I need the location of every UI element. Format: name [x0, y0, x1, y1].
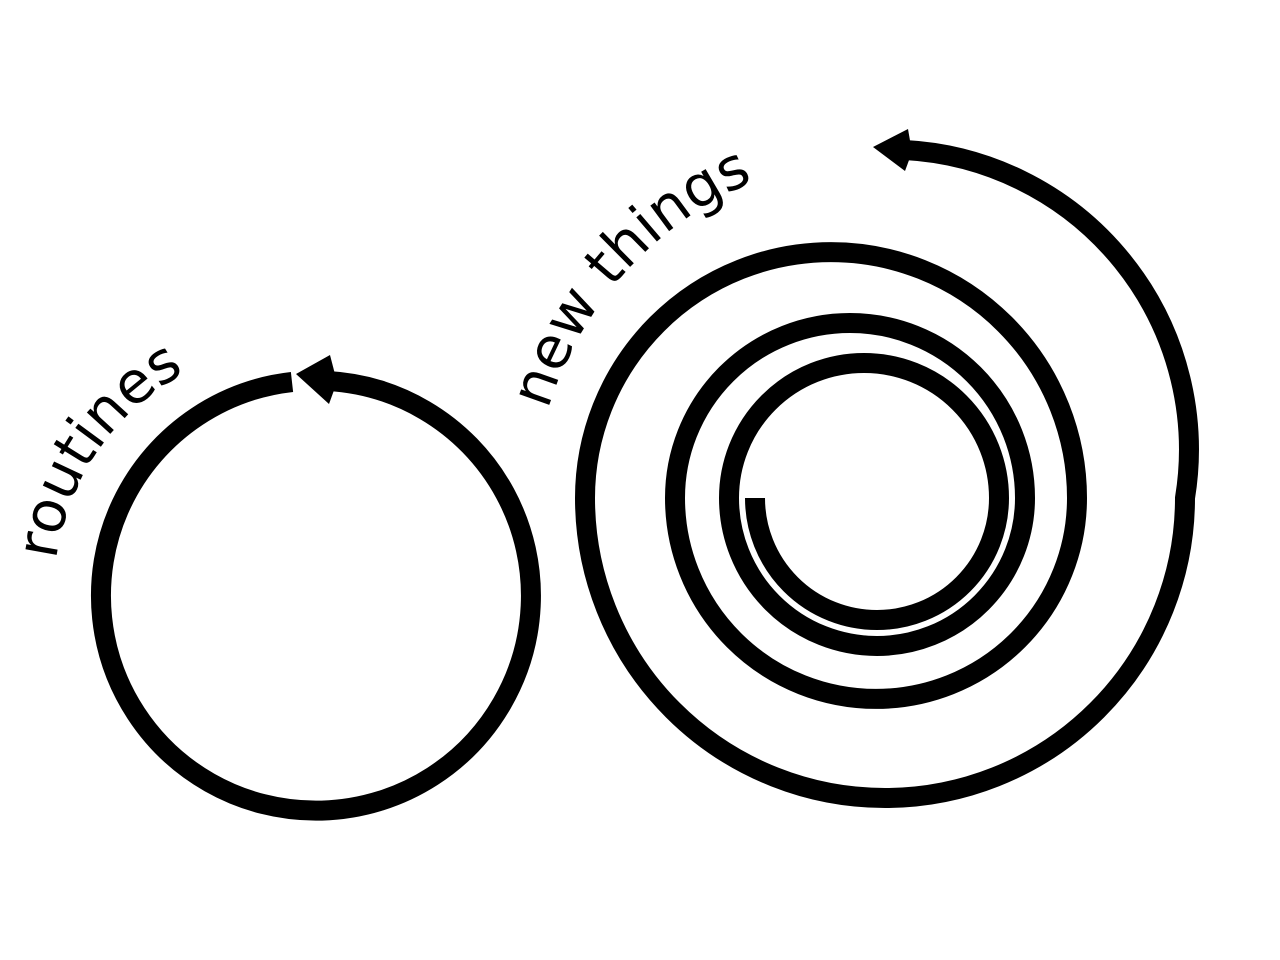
- spiral-path: [574, 140, 1199, 808]
- routines-arrowhead-icon: [296, 355, 337, 404]
- new-things-arrowhead-icon: [873, 129, 912, 171]
- routines-circle: [90, 371, 541, 821]
